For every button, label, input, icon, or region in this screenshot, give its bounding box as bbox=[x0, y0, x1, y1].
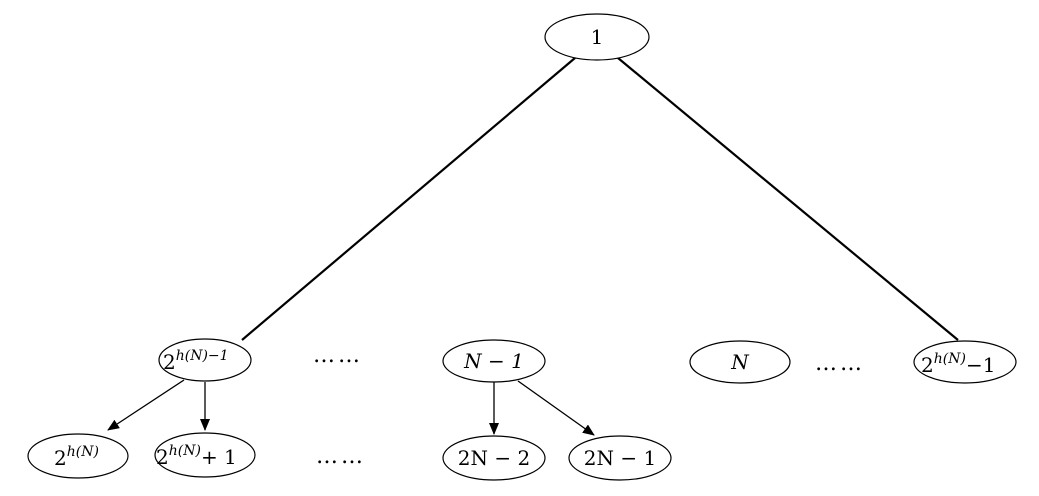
edge-root-right bbox=[617, 57, 959, 341]
arrow-to-leaf-4 bbox=[517, 380, 595, 436]
node-mid-mid-label: N − 1 bbox=[463, 349, 524, 373]
ellipsis-mid-right: …… bbox=[815, 351, 865, 376]
node-right-n: N bbox=[689, 340, 791, 384]
ellipsis-bottom: …… bbox=[316, 444, 366, 469]
node-right-mid: 2h(N)−1 bbox=[913, 340, 1017, 384]
node-leaf-4-label: 2N − 1 bbox=[584, 446, 656, 470]
node-right-mid-base: 2 bbox=[921, 353, 934, 377]
node-left-mid-sup: h(N)−1 bbox=[176, 348, 229, 364]
node-root-label: 1 bbox=[591, 25, 604, 49]
node-mid-mid: N − 1 bbox=[442, 339, 546, 383]
node-leaf-2-tail: + 1 bbox=[201, 445, 237, 469]
node-left-mid: 2h(N)−1 bbox=[158, 338, 252, 382]
node-leaf-1: 2h(N) bbox=[27, 433, 129, 479]
svg-text:2h(N)+ 1: 2h(N)+ 1 bbox=[156, 443, 237, 469]
node-leaf-2-sup: h(N) bbox=[169, 443, 201, 459]
node-leaf-1-base: 2 bbox=[54, 446, 67, 470]
edge-root-left bbox=[241, 57, 576, 341]
svg-text:2h(N)−1: 2h(N)−1 bbox=[921, 351, 995, 377]
svg-text:2h(N): 2h(N) bbox=[54, 444, 99, 470]
node-leaf-3: 2N − 2 bbox=[442, 435, 546, 481]
node-root: 1 bbox=[544, 13, 650, 61]
node-leaf-3-label: 2N − 2 bbox=[458, 446, 530, 470]
node-left-mid-base: 2 bbox=[163, 350, 176, 374]
ellipsis-mid-left: …… bbox=[313, 343, 363, 368]
node-leaf-4: 2N − 1 bbox=[568, 435, 672, 481]
node-right-n-label: N bbox=[730, 350, 750, 374]
node-right-mid-tail: −1 bbox=[966, 353, 995, 377]
svg-text:2h(N)−1: 2h(N)−1 bbox=[163, 348, 229, 374]
node-leaf-1-sup: h(N) bbox=[67, 444, 99, 460]
node-leaf-2-base: 2 bbox=[156, 445, 169, 469]
node-right-mid-sup: h(N) bbox=[934, 351, 966, 367]
arrow-to-leaf-1 bbox=[107, 379, 185, 431]
node-leaf-2: 2h(N)+ 1 bbox=[154, 432, 256, 478]
